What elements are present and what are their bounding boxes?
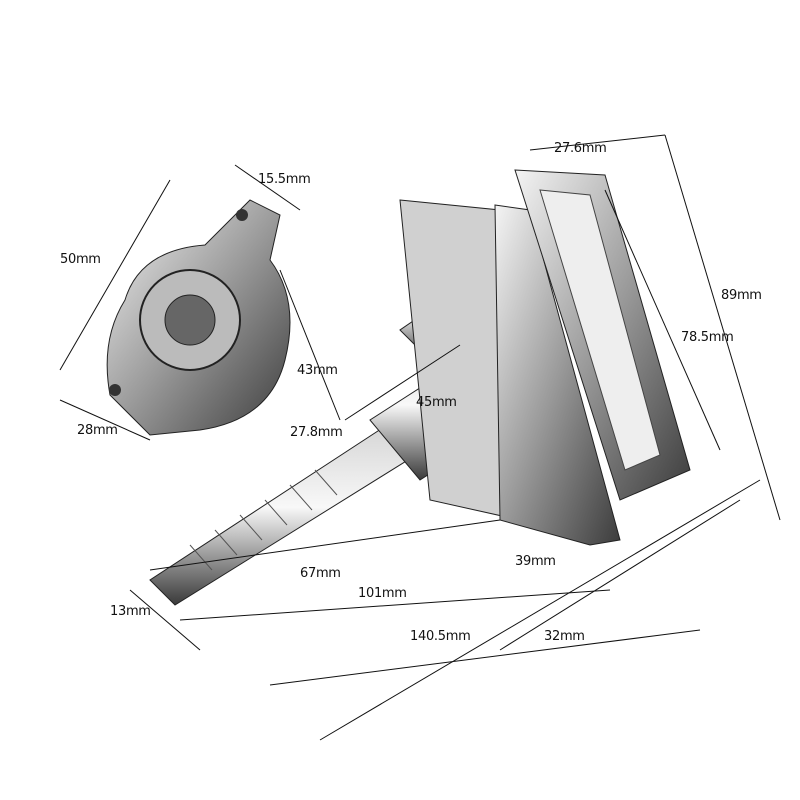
- dim-cam-width: 15.5mm: [258, 172, 311, 187]
- dim-cam-base: 28mm: [77, 423, 118, 438]
- dim-cam-height: 43mm: [297, 363, 338, 378]
- cam-part: [106, 199, 291, 436]
- dim-barrel-diameter: 27.8mm: [290, 425, 343, 440]
- t-handle: [399, 169, 691, 546]
- dim-handle-width: 27.6mm: [554, 141, 607, 156]
- dim-handle-length: 89mm: [721, 288, 762, 303]
- dim-shaft-length: 101mm: [358, 586, 407, 601]
- dim-total-length: 140.5mm: [410, 629, 471, 644]
- dim-barrel-length: 45mm: [416, 395, 457, 410]
- dim-base-width: 39mm: [515, 554, 556, 569]
- dim-handle-depth: 32mm: [544, 629, 585, 644]
- dimension-lines: [59, 134, 781, 741]
- dim-thread-length: 67mm: [300, 566, 341, 581]
- dim-handle-inner: 78.5mm: [681, 330, 734, 345]
- dim-shaft-width: 13mm: [110, 604, 151, 619]
- dim-cam-length: 50mm: [60, 252, 101, 267]
